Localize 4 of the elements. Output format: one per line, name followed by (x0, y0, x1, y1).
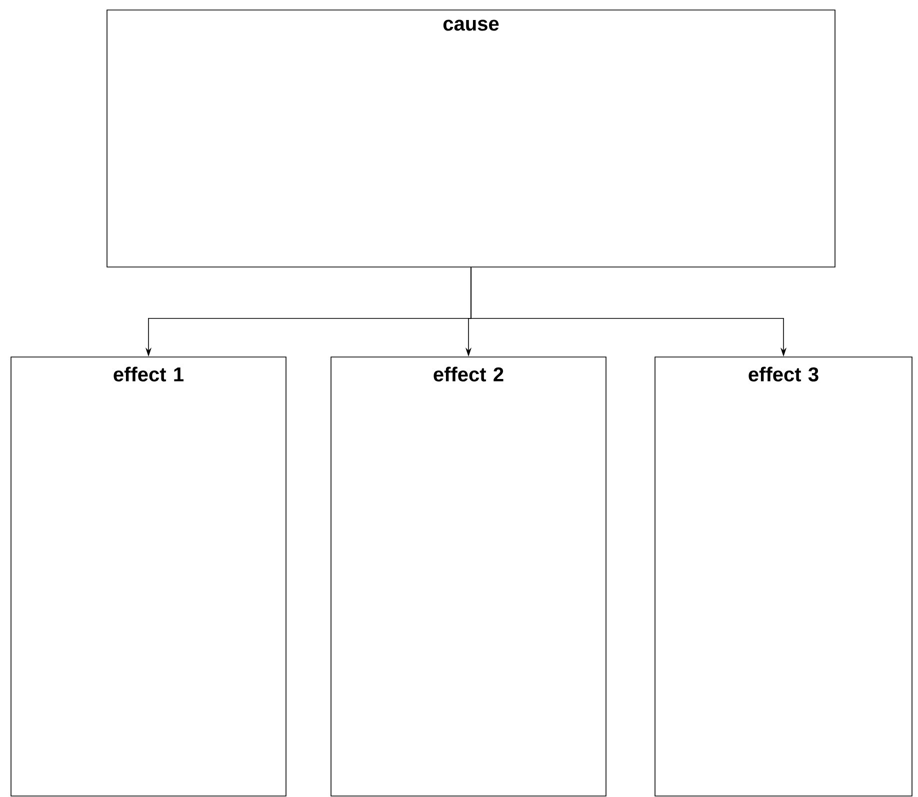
effect-box: effect 2 (330, 356, 606, 796)
effect-box: effect 1 (10, 356, 286, 796)
cause-box: cause (106, 10, 836, 268)
effect-box: effect 3 (654, 356, 912, 796)
